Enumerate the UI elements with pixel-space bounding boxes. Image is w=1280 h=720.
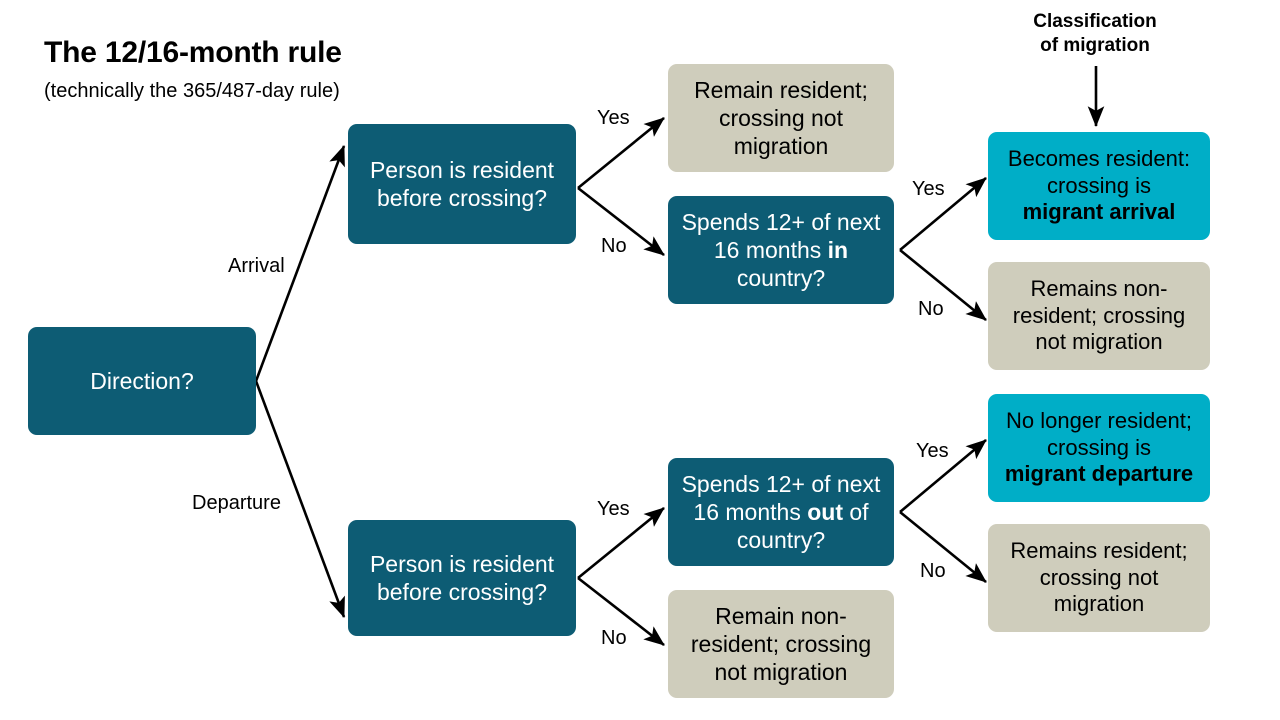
node-months-out-line1: Spends 12+ of next (681, 470, 881, 497)
node-remain-resident-top-label: Remain resident; crossing not migration (694, 76, 868, 160)
edge-label-departure: Departure (192, 492, 281, 514)
edge-label-arrival: Arrival (228, 255, 285, 277)
edge-label-departure-yes: Yes (597, 498, 630, 520)
edge-label-in-yes: Yes (912, 178, 945, 200)
edge-label-out-no: No (920, 560, 946, 582)
node-months-in-line2-pre: 16 months (713, 236, 828, 263)
node-becomes-resident-line1: Becomes resident: (1007, 145, 1191, 171)
node-months-out-line3: country? (736, 527, 826, 554)
node-remain-nonresident-not-migration[interactable]: Remain non-resident; crossing not migrat… (668, 590, 894, 698)
node-becomes-resident-migrant-arrival[interactable]: Becomes resident: crossing is migrant ar… (988, 132, 1210, 240)
classification-column-header: Classification of migration (990, 10, 1200, 58)
node-remain-resident-not-migration[interactable]: Remain resident; crossing not migration (668, 64, 894, 172)
node-no-longer-resident-text: No longer resident; crossing is migrant … (996, 408, 1202, 488)
node-spends-months-in-country[interactable]: Spends 12+ of next 16 months in country? (668, 196, 894, 304)
node-months-out-line2-bold: out (807, 498, 843, 525)
node-remains-nonresident-label: Remains non-resident; crossing not migra… (1012, 275, 1186, 355)
page-subtitle: (technically the 365/487-day rule) (44, 80, 340, 102)
node-direction-label: Direction? (90, 367, 194, 394)
node-remain-nonresident-bottom-label: Remain non-resident; crossing not migrat… (690, 602, 872, 686)
edge-label-arrival-no: No (601, 235, 627, 257)
node-remains-resident-not-migration[interactable]: Remains resident; crossing not migration (988, 524, 1210, 632)
edge-label-in-no: No (918, 298, 944, 320)
node-no-longer-resident-line1: No longer resident; (1006, 407, 1192, 433)
node-months-in-text: Spends 12+ of next 16 months in country? (676, 208, 886, 292)
node-becomes-resident-text: Becomes resident: crossing is migrant ar… (996, 146, 1202, 226)
node-direction[interactable]: Direction? (28, 327, 256, 435)
node-months-in-line1: Spends 12+ of next (681, 208, 881, 235)
edge-label-out-yes: Yes (916, 440, 949, 462)
node-resident-departure-label: Person is resident before crossing? (369, 550, 555, 605)
node-months-out-line2-pre: 16 months (693, 498, 808, 525)
node-months-in-line2-bold: in (827, 236, 849, 263)
node-becomes-resident-line3-bold: migrant arrival (1022, 199, 1176, 225)
node-months-out-text: Spends 12+ of next 16 months out of coun… (676, 470, 886, 554)
node-resident-before-crossing-arrival[interactable]: Person is resident before crossing? (348, 124, 576, 244)
node-remains-nonresident-not-migration[interactable]: Remains non-resident; crossing not migra… (988, 262, 1210, 370)
node-becomes-resident-line2: crossing is (1047, 172, 1151, 198)
page-title: The 12/16-month rule (44, 36, 342, 69)
node-months-out-line2-post: of (842, 498, 869, 525)
node-resident-before-crossing-departure[interactable]: Person is resident before crossing? (348, 520, 576, 636)
node-spends-months-out-country[interactable]: Spends 12+ of next 16 months out of coun… (668, 458, 894, 566)
node-no-longer-resident-line3-bold: migrant departure (1004, 461, 1194, 487)
node-months-in-line3: country? (736, 265, 826, 292)
classification-header-line2: of migration (1040, 34, 1150, 56)
node-resident-arrival-label: Person is resident before crossing? (369, 156, 555, 211)
edge-label-departure-no: No (601, 627, 627, 649)
node-no-longer-resident-line2: crossing is (1047, 434, 1151, 460)
classification-header-line1: Classification (1033, 11, 1157, 32)
edge-label-arrival-yes: Yes (597, 107, 630, 129)
node-no-longer-resident-migrant-departure[interactable]: No longer resident; crossing is migrant … (988, 394, 1210, 502)
node-remains-resident-label: Remains resident; crossing not migration (1010, 537, 1188, 617)
